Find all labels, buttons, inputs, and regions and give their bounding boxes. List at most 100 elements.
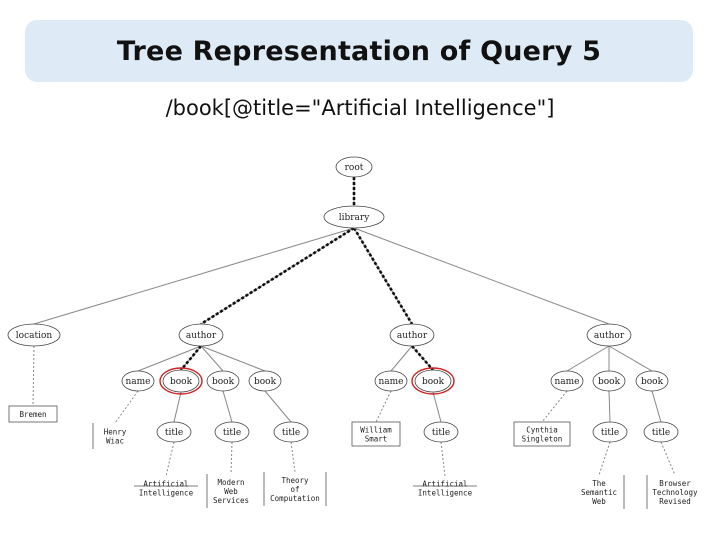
- edge-library-author3: [353, 227, 610, 325]
- edge-author3-name3: [566, 345, 610, 372]
- node-shape: [414, 369, 452, 393]
- node-author2: author: [389, 323, 435, 347]
- edge-title1-v_ai1: [165, 441, 175, 477]
- edge-library-location: [33, 227, 355, 325]
- edge-title4-v_ai2: [440, 441, 446, 477]
- edge-book1-title1: [173, 391, 182, 423]
- node-label: root: [345, 163, 364, 173]
- value-text: Modern: [217, 478, 244, 487]
- value-text: Bremen: [19, 410, 46, 419]
- node-title2: title: [214, 421, 250, 443]
- value-text: Technology: [652, 488, 698, 497]
- match-highlight-ring: [159, 367, 203, 395]
- node-shape: [214, 421, 250, 443]
- node-library: library: [323, 205, 385, 229]
- match-highlight-ring: [411, 367, 455, 395]
- node-root: root: [335, 156, 373, 178]
- edge-author1-name1: [137, 345, 202, 372]
- node-shape: [592, 370, 626, 392]
- value-text: Cynthia: [526, 426, 558, 435]
- tree-edges: [32, 177, 676, 477]
- node-shape: [162, 369, 200, 393]
- value-text: Revised: [659, 497, 691, 506]
- node-label: book: [254, 377, 277, 387]
- node-label: location: [16, 331, 53, 341]
- node-title6: title: [643, 421, 679, 443]
- node-name1: name: [121, 370, 155, 392]
- node-title3: title: [273, 421, 309, 443]
- edge-author1-book3: [200, 345, 266, 372]
- node-location: location: [7, 323, 61, 347]
- node-book3: book: [248, 370, 282, 392]
- node-book5: book: [592, 370, 626, 392]
- node-book4: book: [411, 367, 455, 395]
- edge-title3-v_theory: [290, 441, 296, 473]
- node-label: name: [125, 377, 150, 387]
- node-label: name: [554, 377, 579, 387]
- value-text: Henry: [104, 428, 127, 437]
- edge-name2-v_william: [375, 390, 392, 423]
- query-path-library-author2: [352, 227, 414, 325]
- node-author3: author: [586, 323, 632, 347]
- value-text: Theory: [281, 476, 309, 485]
- edge-book2-title2: [222, 390, 233, 423]
- value-text: Intelligence: [139, 489, 194, 498]
- query-path-library-author1: [200, 226, 355, 326]
- query-path-author2-book4: [411, 345, 434, 371]
- query-path-author1-book1: [180, 345, 202, 371]
- value-box: [513, 421, 571, 447]
- node-shape: [323, 205, 385, 229]
- edge-name3-v_cynthia: [541, 390, 568, 423]
- edge-author1-book2: [200, 345, 224, 372]
- edge-author2-name2: [390, 345, 413, 372]
- value-box: [351, 421, 401, 447]
- value-text: Artificial: [422, 480, 467, 489]
- node-shape: [121, 370, 155, 392]
- node-book1: book: [159, 367, 203, 395]
- node-author1: author: [178, 323, 224, 347]
- node-name2: name: [374, 370, 408, 392]
- edge-title2-v_modern: [230, 441, 233, 475]
- value-text: Web: [592, 497, 606, 506]
- node-label: author: [397, 331, 428, 341]
- node-label: title: [282, 428, 300, 438]
- node-label: book: [422, 377, 445, 387]
- node-shape: [335, 156, 373, 178]
- query-expression: /book[@title="Artificial Intelligence"]: [165, 96, 555, 120]
- node-shape: [389, 323, 435, 347]
- node-label: book: [598, 377, 621, 387]
- node-shape: [178, 323, 224, 347]
- node-shape: [635, 370, 669, 392]
- node-book6: book: [635, 370, 669, 392]
- node-shape: [423, 421, 459, 443]
- value-text: William: [360, 426, 392, 435]
- node-shape: [7, 323, 61, 347]
- edge-title6-v_browser: [660, 441, 676, 476]
- node-label: title: [223, 428, 241, 438]
- node-label: title: [652, 428, 670, 438]
- node-label: title: [601, 428, 619, 438]
- edge-book3-title3: [264, 390, 292, 423]
- node-label: book: [212, 377, 235, 387]
- node-shape: [643, 421, 679, 443]
- node-title5: title: [592, 421, 628, 443]
- value-text: Wiac: [106, 437, 124, 446]
- value-text: Semantic: [581, 488, 617, 497]
- value-text: of: [290, 485, 299, 494]
- node-shape: [592, 421, 628, 443]
- value-text: Computation: [270, 494, 320, 503]
- value-text: Browser: [659, 479, 691, 488]
- value-text: The: [592, 479, 606, 488]
- node-shape: [273, 421, 309, 443]
- node-label: book: [641, 377, 664, 387]
- node-label: book: [170, 377, 193, 387]
- edge-title5-v_semantic: [598, 441, 611, 476]
- node-shape: [374, 370, 408, 392]
